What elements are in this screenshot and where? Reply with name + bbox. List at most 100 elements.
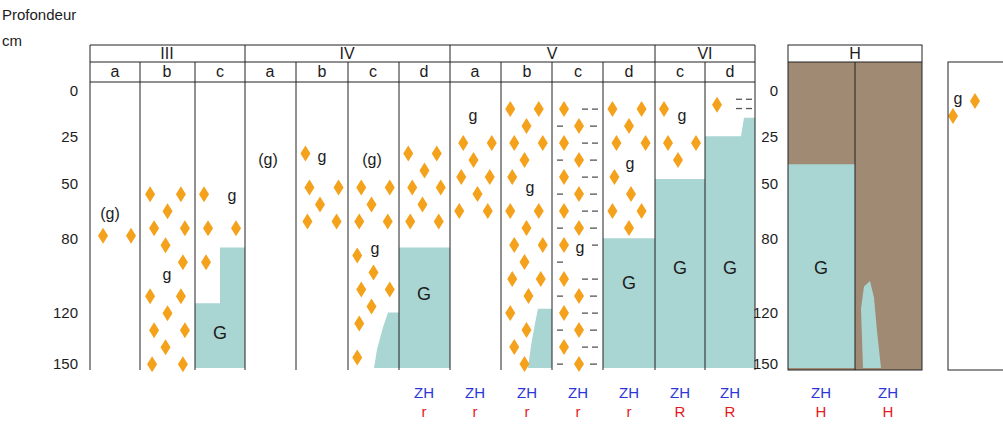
mottle-diamond (487, 135, 497, 151)
reduction-stripe (746, 108, 752, 109)
depth-tick: 0 (770, 83, 778, 98)
table-rule (296, 62, 297, 370)
mottle-diamond (201, 254, 211, 270)
mottle-diamond (559, 203, 569, 219)
mottle-diamond (520, 152, 530, 168)
mottle-diamond (315, 197, 325, 213)
mottle-diamond (574, 322, 584, 338)
gley-code: G (673, 259, 687, 277)
mottle-code: g (228, 188, 237, 204)
mottle-diamond (538, 237, 548, 253)
gley-code: G (814, 259, 828, 277)
mottle-diamond (574, 356, 584, 372)
depth-tick: 80 (61, 231, 78, 246)
hydro-class: ZH (465, 385, 485, 400)
hydro-subclass: R (675, 404, 686, 419)
mottle-diamond (161, 339, 171, 355)
mottle-diamond (505, 305, 515, 321)
mottle-diamond (522, 220, 532, 236)
axis-unit: cm (2, 33, 22, 48)
reduction-stripe (582, 176, 588, 177)
mottle-diamond (405, 214, 415, 230)
depth-tick: 120 (53, 305, 78, 320)
mottle-diamond (147, 356, 157, 372)
mottle-diamond (507, 271, 517, 287)
table-rule (501, 62, 502, 370)
mottle-code: g (371, 241, 380, 257)
mottle-diamond (609, 169, 619, 185)
reduction-stripe (590, 227, 597, 228)
mottle-diamond (163, 203, 173, 219)
reduction-stripe (590, 295, 597, 296)
mottle-diamond (485, 169, 495, 185)
axis-title: Profondeur (2, 7, 76, 22)
mottle-diamond (302, 214, 312, 230)
mottle-diamond (659, 101, 669, 117)
depth-tick: 25 (761, 129, 778, 144)
mottle-diamond (611, 135, 621, 151)
hydro-class: ZH (811, 385, 831, 400)
reduction-stripe (582, 142, 588, 143)
mottle-diamond (369, 265, 379, 281)
mottle-diamond (403, 146, 413, 162)
gley-horizon (399, 248, 450, 368)
mottle-diamond (304, 180, 314, 196)
hydro-class: ZH (414, 385, 434, 400)
mottle-diamond (149, 322, 159, 338)
mottle-diamond (126, 228, 136, 244)
reduction-stripe (557, 125, 563, 126)
mottle-diamond (574, 288, 584, 304)
mottle-code: g (163, 267, 172, 283)
mottle-diamond (367, 299, 377, 315)
mottle-diamond (624, 220, 634, 236)
mottle-diamond (536, 271, 546, 287)
reduction-stripe (592, 312, 598, 313)
hydro-class: ZH (720, 385, 740, 400)
mottle-diamond (367, 197, 377, 213)
mottle-diamond (637, 101, 647, 117)
mottle-diamond (300, 146, 310, 162)
mottle-diamond (559, 135, 569, 151)
gley-horizon (374, 312, 399, 368)
class-heading: V (547, 46, 558, 62)
column-letter: b (523, 64, 532, 80)
gley-code: G (417, 285, 431, 303)
table-rule (603, 62, 604, 370)
reduction-stripe (557, 261, 563, 262)
gley-code: G (213, 324, 227, 342)
mottle-diamond (559, 169, 569, 185)
mottle-diamond (522, 322, 532, 338)
hydro-subclass: R (725, 404, 736, 419)
class-heading: III (160, 46, 173, 62)
table-rule (755, 45, 756, 370)
column-letter: a (111, 64, 120, 80)
column-letter: d (726, 64, 735, 80)
reduction-stripe (582, 210, 588, 211)
mottle-diamond (524, 288, 534, 304)
hydro-subclass: r (422, 404, 427, 419)
reduction-stripe (590, 159, 597, 160)
depth-tick: 50 (61, 175, 78, 190)
table-rule (140, 62, 141, 370)
column-letter: c (369, 64, 377, 80)
column-letter: a (471, 64, 480, 80)
reduction-stripe (736, 99, 742, 100)
mottle-diamond (507, 169, 517, 185)
column-letter: c (216, 64, 224, 80)
gley-horizon (788, 164, 855, 368)
key-frame (948, 62, 1003, 370)
hydro-class: ZH (517, 385, 537, 400)
reduction-stripe (592, 244, 598, 245)
mottle-code: g (469, 108, 478, 124)
reduction-stripe (557, 329, 563, 330)
class-heading: H (849, 46, 861, 62)
column-letter: b (318, 64, 327, 80)
reduction-stripe (592, 142, 598, 143)
mottle-diamond (534, 101, 544, 117)
reduction-stripe (592, 346, 598, 347)
mottle-diamond (434, 214, 444, 230)
reduction-stripe (592, 210, 598, 211)
mottle-diamond (574, 220, 584, 236)
